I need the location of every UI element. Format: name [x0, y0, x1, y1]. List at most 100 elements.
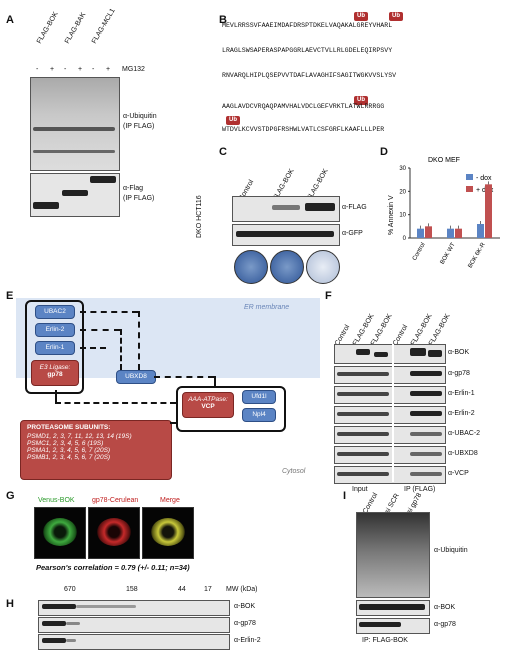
connector-line: [55, 390, 57, 402]
bar: [455, 228, 462, 238]
h-blot-gp78: [38, 617, 230, 633]
sequence-line-4: AAGLAVDCVRQAQPAMVHALVDCLGEFVRKTLATWLRRRG…: [222, 103, 385, 110]
legend-swatch-minus: [466, 174, 473, 180]
mw-158: 158: [126, 586, 138, 593]
h-band: [42, 604, 76, 609]
f-label-vcp: α-VCP: [448, 470, 469, 477]
vcp-label-a: AAA-ATPase:: [188, 396, 228, 403]
i-label-bok: α-BOK: [434, 604, 456, 611]
h-label-bok: α-BOK: [234, 603, 256, 610]
ubiquitin-band: [33, 127, 115, 131]
flag-band-6kr: [305, 203, 335, 211]
panel-label-a: A: [6, 14, 14, 26]
connector-line: [138, 311, 140, 370]
connector-line: [170, 422, 176, 424]
f-band: [428, 350, 442, 357]
proteasome-box: PROTEASOME SUBUNITS: PSMD1, 2, 3, 7, 11,…: [20, 420, 172, 480]
mw-17: 17: [204, 586, 212, 593]
f-label-gp78: α-gp78: [448, 370, 470, 377]
x-tick-label: Control: [412, 242, 427, 262]
f-band: [337, 372, 389, 376]
er-membrane-label: ER membrane: [244, 304, 290, 311]
bar: [417, 228, 424, 238]
f-blot-erlin2: [334, 406, 446, 424]
sign-1: -: [36, 66, 39, 73]
g-title-merge: Merge: [160, 497, 180, 504]
ubiquitin-blot: [30, 77, 120, 171]
panel-label-b: B: [219, 14, 227, 26]
x-tick-label: BOK WT: [440, 242, 457, 266]
erlin2-box: Erlin-2: [35, 323, 75, 337]
f-band: [337, 412, 389, 416]
f-band: [337, 392, 389, 396]
f-label-erlin1: α-Erlin-1: [448, 390, 475, 397]
sequence-line-2: LRAGLSWSAPERASPAPGGRLAEVCTVLLRLGDELEQIRP…: [222, 47, 393, 54]
bar: [425, 226, 432, 238]
sign-4: +: [78, 66, 83, 73]
h-band: [66, 639, 76, 642]
ub-tag: Ub: [354, 12, 368, 21]
cytosol-label: Cytosol: [282, 468, 306, 475]
sign-3: -: [64, 66, 67, 73]
gp78-label-a: E3 Ligase:: [39, 364, 71, 371]
psmb-line: PSMB1, 2, 3, 4, 5, 6, 7 (20S): [27, 454, 111, 461]
mw-44: 44: [178, 586, 186, 593]
f-band: [374, 352, 388, 357]
f-band: [410, 432, 442, 436]
sign-2: +: [50, 66, 55, 73]
vcp-label-b: VCP: [201, 403, 215, 410]
f-band: [337, 472, 389, 476]
connector-line: [214, 376, 216, 386]
mw-label: MW (kDa): [226, 586, 258, 593]
f-band: [410, 472, 442, 476]
cell-line-label: DKO HCT116: [196, 195, 203, 238]
sign-5: -: [92, 66, 95, 73]
merge-image: [142, 507, 194, 559]
mw-670: 670: [64, 586, 76, 593]
x-tick-label: BOK 6K-R: [468, 241, 488, 269]
panel-label-d: D: [380, 146, 388, 158]
f-label-ubxd8: α-UBXD8: [448, 450, 478, 457]
chart-title: DKO MEF: [428, 157, 460, 164]
venus-bok-image: [34, 507, 86, 559]
f-input-label: Input: [352, 486, 368, 493]
i-blot-ubiquitin: [356, 512, 430, 598]
h-band: [42, 638, 66, 643]
legend-swatch-plus: [466, 186, 473, 192]
panel-label-e: E: [6, 290, 14, 302]
connector-line: [80, 329, 120, 331]
f-label-ubac2: α-UBAC-2: [448, 430, 481, 437]
f-blot-ubxd8: [334, 446, 446, 464]
gp78-label-b: gp78: [47, 371, 63, 378]
f-blot-vcp: [334, 466, 446, 484]
npl4-box: Npl4: [242, 408, 276, 422]
gp78-cerulean-image: [88, 507, 140, 559]
ubiquitin-band: [33, 150, 115, 153]
psmc-line: PSMC1, 2, 3, 4, 5, 6 (19S): [27, 440, 104, 447]
h-blot-erlin2: [38, 634, 230, 650]
blot-label-gfp: α-GFP: [342, 230, 363, 237]
annexin-bar-chart: DKO MEF % Annexin V - dox + dox 0102030C…: [388, 157, 500, 269]
y-axis-label: % Annexin V: [388, 195, 395, 235]
bar: [477, 224, 484, 238]
f-blot-erlin1: [334, 386, 446, 404]
connector-line: [154, 376, 214, 378]
h-band: [66, 622, 80, 625]
g-title-gp78: gp78-Cerulean: [92, 497, 139, 504]
i-label-ubiquitin: α-Ubiquitin: [434, 547, 468, 554]
colony-plate: [306, 250, 340, 284]
i-band: [359, 622, 401, 627]
blot-label-ip-flag-2: (IP FLAG): [123, 195, 155, 202]
blot-label-flag-c: α-FLAG: [342, 204, 367, 211]
h-blot-bok: [38, 600, 230, 616]
f-label-erlin2: α-Erlin-2: [448, 410, 475, 417]
f-band: [410, 411, 442, 416]
psma-line: PSMA1, 2, 3, 4, 5, 6, 7 (20S): [27, 447, 111, 454]
connector-line: [80, 347, 106, 349]
ub-tag: Ub: [226, 116, 240, 125]
blot-label-ip-flag: (IP FLAG): [123, 123, 155, 130]
mg132-label: MG132: [122, 66, 145, 73]
f-band: [337, 452, 389, 456]
sequence-line-3: RNVARQLHIPLQSEPVVTDAFLAVAGHIFSAGITWGKVVS…: [222, 72, 397, 79]
ub-tag: Ub: [389, 12, 403, 21]
